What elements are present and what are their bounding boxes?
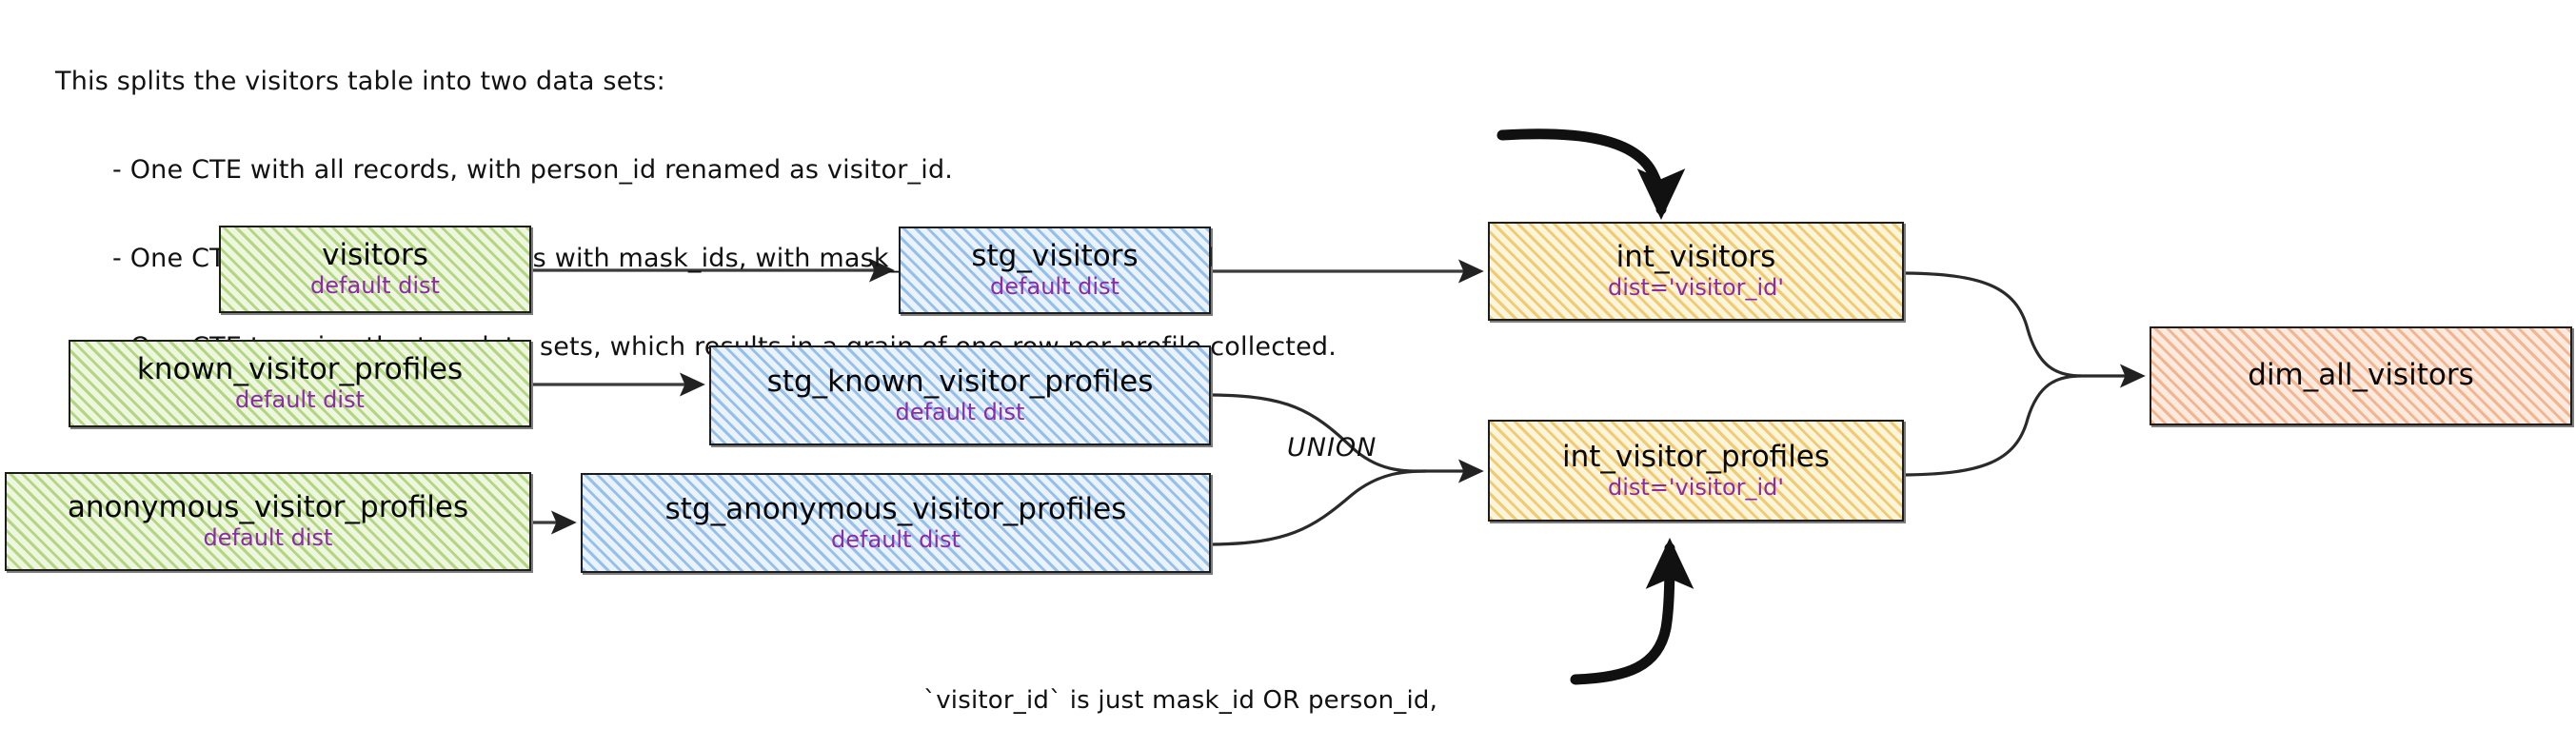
node-title: dim_all_visitors: [2248, 358, 2474, 393]
annotation-arrow-to-int-visitor-profiles: [1570, 538, 1694, 685]
node-subtitle: dist='visitor_id': [1607, 473, 1785, 501]
node-subtitle: default dist: [203, 524, 333, 552]
edge-int-profiles-to-dim: [1905, 374, 2082, 477]
note-bottom: `visitor_id` is just mask_id OR person_i…: [923, 629, 1505, 749]
node-stg-anonymous-visitor-profiles[interactable]: stg_anonymous_visitor_profiles default d…: [581, 473, 1211, 573]
node-visitors[interactable]: visitors default dist: [219, 226, 531, 313]
note-top-line-2: - One CTE with all records, with person_…: [112, 155, 954, 185]
union-edge-label: UNION: [1287, 433, 1377, 463]
node-int-visitor-profiles[interactable]: int_visitor_profiles dist='visitor_id': [1488, 420, 1904, 522]
annotation-arrow-to-int-visitors: [1496, 128, 1686, 220]
node-int-visitors[interactable]: int_visitors dist='visitor_id': [1488, 222, 1904, 321]
node-stg-visitors[interactable]: stg_visitors default dist: [899, 227, 1211, 314]
node-title: stg_known_visitor_profiles: [766, 364, 1154, 399]
node-dim-all-visitors[interactable]: dim_all_visitors: [2150, 326, 2572, 425]
node-subtitle: default dist: [235, 386, 365, 414]
node-subtitle: default dist: [895, 398, 1025, 425]
node-title: anonymous_visitor_profiles: [67, 490, 469, 525]
node-stg-known-visitor-profiles[interactable]: stg_known_visitor_profiles default dist: [709, 345, 1211, 445]
node-title: int_visitors: [1615, 240, 1776, 275]
node-title: int_visitor_profiles: [1561, 439, 1831, 474]
node-subtitle: default dist: [310, 272, 440, 300]
edge-int-visitors-to-dim: [1905, 271, 2082, 378]
node-subtitle: dist='visitor_id': [1607, 274, 1785, 302]
node-known-visitor-profiles[interactable]: known_visitor_profiles default dist: [69, 340, 531, 427]
node-title: stg_anonymous_visitor_profiles: [664, 491, 1127, 526]
note-top-line-1: This splits the visitors table into two …: [55, 67, 665, 96]
node-title: visitors: [322, 238, 428, 273]
node-anonymous-visitor-profiles[interactable]: anonymous_visitor_profiles default dist: [5, 472, 531, 571]
node-title: stg_visitors: [971, 239, 1139, 274]
node-title: known_visitor_profiles: [136, 352, 464, 387]
node-subtitle: default dist: [990, 273, 1120, 301]
note-bottom-line-1: `visitor_id` is just mask_id OR person_i…: [923, 686, 1438, 715]
node-subtitle: default dist: [831, 525, 961, 553]
edge-stg-anonymous-to-int-profiles: [1212, 469, 1427, 546]
